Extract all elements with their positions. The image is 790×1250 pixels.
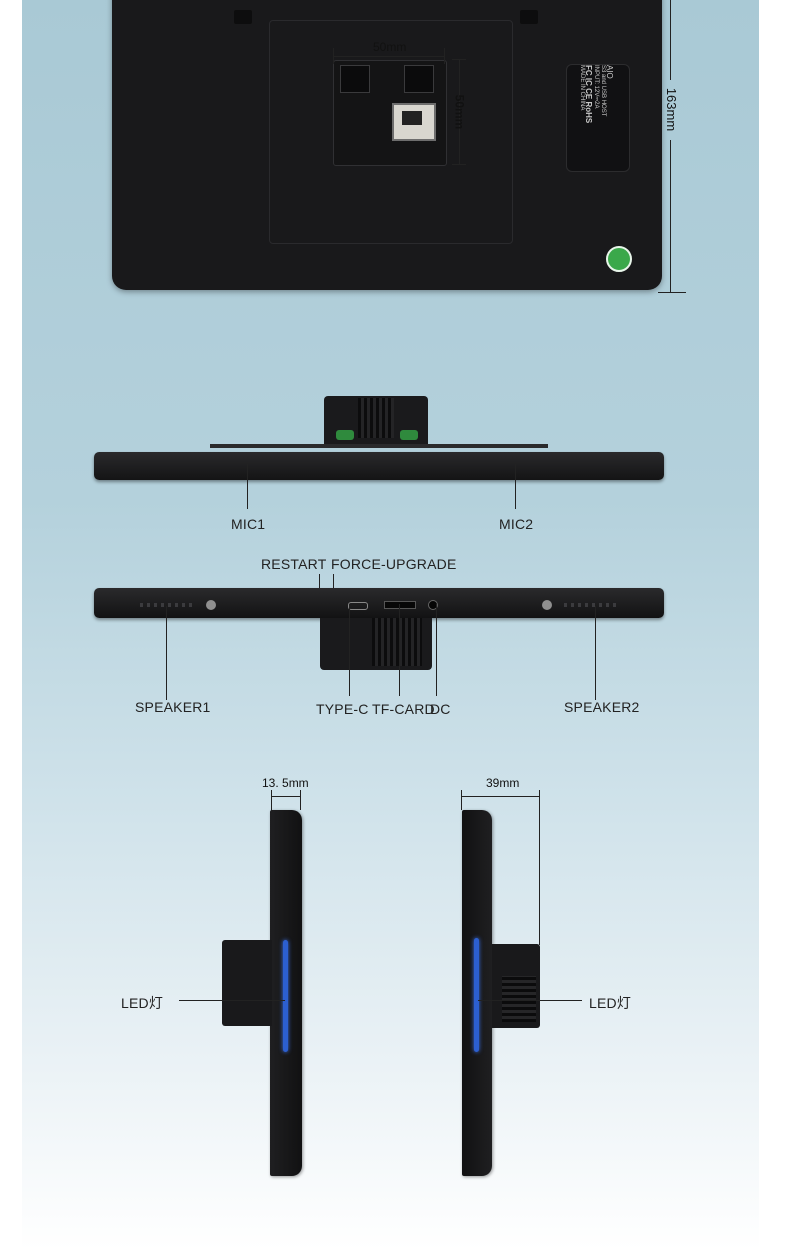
thickness-total: 39mm [486, 776, 520, 790]
side-view-left [270, 810, 302, 1176]
led-label-left: LED灯 [121, 995, 164, 1011]
back-screw-right [520, 10, 538, 24]
screw-left-icon [206, 600, 216, 610]
eco-badge-icon [606, 246, 632, 272]
back-screw-left [234, 10, 252, 24]
label-model: AIO [605, 65, 614, 79]
dim-163mm: 163mm [664, 87, 680, 132]
speaker2-label: SPEAKER2 [564, 699, 640, 715]
mic2-label: MIC2 [499, 516, 534, 532]
side-view-right [462, 810, 492, 1176]
dim-163mm-line [670, 0, 671, 80]
speaker1-grille [140, 603, 196, 607]
dim-50mm-width: 50mm [373, 40, 407, 54]
label-input: INPUT: 12V⎓2A [593, 65, 599, 109]
dc-port [428, 600, 438, 610]
dim-50mm-height: 50mm [452, 94, 467, 130]
power-terminal-left [340, 65, 370, 93]
led-strip-right [474, 938, 479, 1052]
type-c-label: TYPE-C [316, 701, 369, 717]
dim-50mm-vertical [459, 59, 460, 165]
device-top-edge [94, 452, 664, 480]
speaker2-grille [564, 603, 620, 607]
rating-label: AIO S3 and USB HOST INPUT: 12V⎓2A FC IC … [566, 64, 630, 172]
side-mount-right [492, 944, 540, 1028]
device-bottom-edge [94, 588, 664, 618]
power-terminal-right [404, 65, 434, 93]
back-recess [269, 20, 513, 244]
mic1-label: MIC1 [231, 516, 266, 532]
tf-card-slot [384, 601, 416, 609]
label-spec: S3 and USB HOST [600, 65, 606, 117]
bottom-mount-block [320, 618, 432, 670]
product-panel: AIO S3 and USB HOST INPUT: 12V⎓2A FC IC … [22, 0, 759, 1250]
dim-50mm-horizontal [333, 56, 445, 57]
green-terminal-left [336, 430, 354, 440]
force-upgrade-label: FORCE-UPGRADE [331, 556, 457, 572]
dc-label: DC [430, 701, 451, 717]
led-label-right: LED灯 [589, 995, 632, 1011]
usb-c-port [348, 602, 368, 610]
side-mount-left [222, 940, 272, 1026]
mount-box [333, 60, 447, 166]
top-bracket [210, 444, 548, 448]
speaker1-label: SPEAKER1 [135, 699, 211, 715]
top-mount-block [324, 396, 428, 446]
restart-label: RESTART [261, 556, 327, 572]
rj45-port [392, 103, 436, 141]
label-cert: FC IC CE RoHS [584, 65, 593, 124]
led-strip-left [283, 940, 288, 1052]
green-terminal-right [400, 430, 418, 440]
tf-card-label: TF-CARD [372, 701, 435, 717]
device-back: AIO S3 and USB HOST INPUT: 12V⎓2A FC IC … [112, 0, 662, 290]
thickness-thin: 13. 5mm [262, 776, 309, 790]
screw-right-icon [542, 600, 552, 610]
